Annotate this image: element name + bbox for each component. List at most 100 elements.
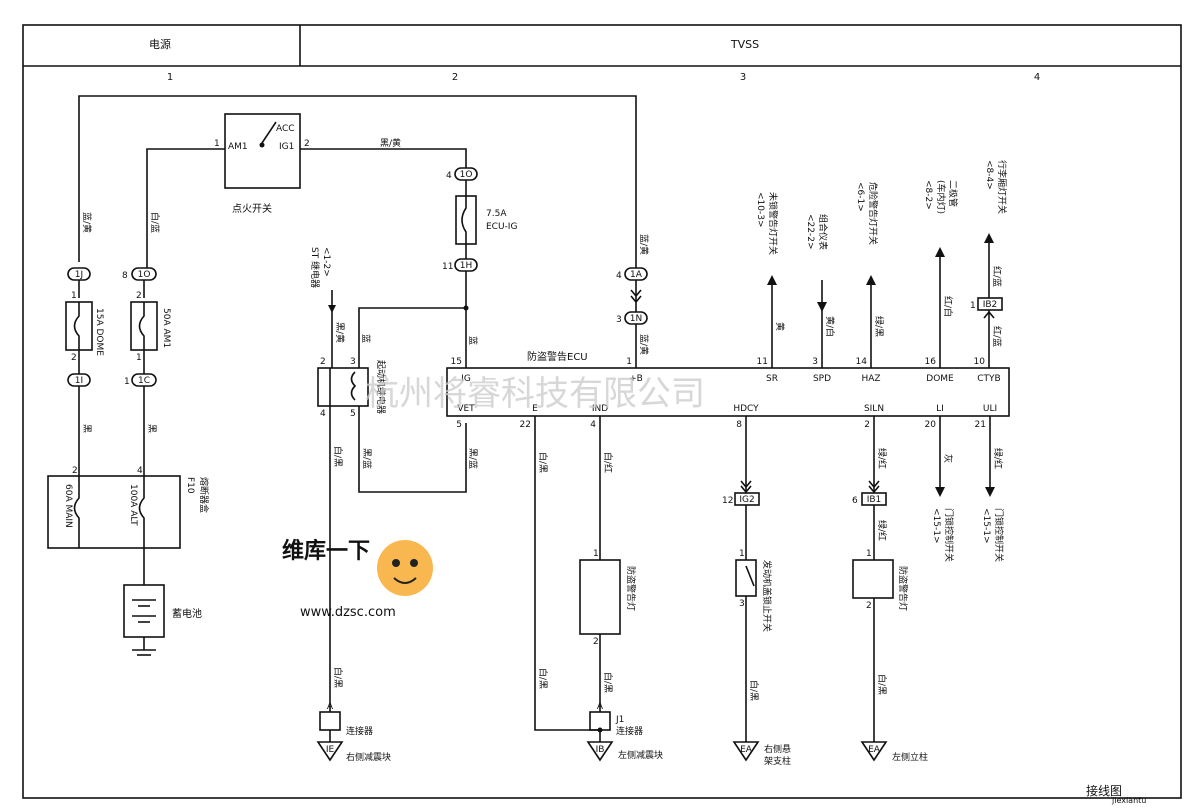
- ground-ea-left-label: 左侧立柱: [892, 751, 928, 763]
- ctyb-arrow-icon: [984, 233, 994, 243]
- wire-label-r-bl: 红/蓝: [991, 326, 1003, 347]
- ind-lamp-pin-2: 2: [593, 637, 599, 647]
- ign-pivot: [259, 142, 265, 148]
- ecu-pin-ig-name: IG: [461, 374, 471, 384]
- theft-ecu: [446, 367, 1010, 417]
- ground-ea-right-label1: 右侧悬: [764, 743, 791, 755]
- wire-label-bk-y: 黑/黄: [380, 137, 401, 149]
- target-li-name: 门锁控制开关: [943, 508, 955, 562]
- hood-sw-pin-3: 3: [739, 599, 745, 609]
- connector-1a-code: 1A: [630, 270, 643, 280]
- ecu-title: 防盗警告ECU: [527, 350, 588, 363]
- fuse-box: [47, 475, 181, 549]
- ind-warning-lamp: [579, 559, 621, 635]
- ground-ib-icon: [586, 741, 614, 762]
- ground-ea-right-icon: [732, 741, 760, 762]
- st-relay-ref: <1-2>: [321, 247, 331, 277]
- ecu-pin-hdcy-number: 8: [736, 420, 742, 430]
- uli-arrow-icon: [985, 487, 995, 497]
- fuse-am1-label: 50A AM1: [161, 308, 171, 348]
- diagram-frame: [22, 24, 1182, 799]
- hood-sw-pin-1: 1: [739, 549, 745, 559]
- ib2-arrow-icon: [983, 310, 995, 319]
- ecu-pin-li-name: LI: [936, 404, 944, 414]
- ign-acc-label: ACC: [276, 124, 295, 134]
- connector-ib1-pin: 6: [852, 496, 858, 506]
- fusebox-pin-4: 4: [137, 466, 143, 476]
- fuse-ecu-ig-amp: 7.5A: [486, 209, 507, 219]
- target-spd-ref: <22-2>: [805, 214, 815, 250]
- ignition-switch: [224, 113, 301, 189]
- column-number-3: 3: [740, 72, 746, 83]
- ecu-pin-uli-number: 21: [975, 420, 986, 430]
- connector-left-a: A: [327, 702, 334, 712]
- ib1-arrow-icon: [868, 480, 880, 489]
- starter-relay-label: 起动机继电器: [375, 360, 387, 414]
- wire-label-w-bk-ind: 白/黑: [602, 672, 614, 693]
- wire-label-r-w: 红/白: [942, 296, 954, 317]
- connector-1n-pin: 3: [616, 315, 622, 325]
- ign-switch-blade: [261, 121, 277, 144]
- horn-label: 防盗警告灯: [897, 566, 909, 611]
- wire-label-w-bk-relay-low: 白/黑: [332, 667, 344, 688]
- fuse-main-element: [73, 476, 80, 548]
- ground-ea-right-code: EA: [740, 745, 753, 755]
- connector-left: [319, 711, 341, 731]
- ign-pin-1: 1: [214, 139, 220, 149]
- fuse-ecu-ig-name: ECU-IG: [486, 222, 517, 232]
- ground-ea-left-icon: [860, 741, 888, 762]
- connector-arrow-icon: [630, 289, 642, 298]
- connector-1h-pin: 11: [442, 262, 453, 272]
- fuse-ecu-ig-element: [461, 196, 467, 244]
- ecu-pin-haz-number: 14: [856, 357, 868, 367]
- ecu-pin-plus-b-name: +B: [629, 374, 643, 384]
- connector-ig2: [734, 492, 760, 506]
- target-dome-sub: (车内灯): [935, 180, 947, 214]
- ecu-pin-spd-number: 3: [812, 357, 818, 367]
- target-dome-name: 二极管: [947, 180, 959, 207]
- wire-label-w-bk-horn: 白/黑: [876, 674, 888, 695]
- connector-j1-label: 连接器: [616, 725, 643, 737]
- sr-arrow-icon: [767, 275, 777, 285]
- ground-ie-icon: [316, 741, 344, 762]
- wire-ig-to-relay: [358, 307, 466, 368]
- ecu-pin-plus-b-number: 1: [626, 357, 632, 367]
- target-ctyb-ref: <8-4>: [984, 160, 994, 190]
- header-power-label: 电源: [149, 37, 171, 51]
- wire-relay-to-vet: [358, 406, 467, 493]
- hood-switch-blade: [745, 565, 755, 587]
- wire-label-bk-dome: 黑: [81, 424, 92, 433]
- st-arrow-icon: [328, 305, 336, 313]
- relay-pin-3: 3: [350, 357, 356, 367]
- connector-j1-a: A: [597, 702, 604, 712]
- ecu-pin-ind-number: 4: [590, 420, 596, 430]
- connector-1o-pin: 4: [446, 171, 452, 181]
- target-dome-ref: <8-2>: [923, 180, 933, 210]
- ecu-pin-ctyb-number: 10: [974, 357, 986, 367]
- connector-1o-am1-code: 1O: [138, 270, 151, 280]
- ground-ea-right-label2: 架支柱: [764, 755, 791, 767]
- wire-label-w-bk-relay: 白/黑: [332, 446, 344, 467]
- connector-1j-code: 1J: [75, 270, 83, 280]
- wire-label-bl-y-plusb: 蓝/黄: [638, 234, 650, 255]
- target-ctyb-name: 行李厢灯开关: [996, 160, 1008, 214]
- connector-ib1-code: IB1: [867, 495, 882, 505]
- connector-j1: [589, 711, 611, 731]
- relay-coil: [350, 371, 357, 401]
- target-li-ref: <15-1>: [931, 508, 941, 544]
- fusebox-pin-2: 2: [72, 466, 78, 476]
- wire-label-bk-bl-relay: 黑/蓝: [361, 448, 373, 469]
- fuse-am1-element: [138, 302, 145, 350]
- am1-fuse-pin-1: 1: [136, 353, 142, 363]
- ecu-pin-sr-name: SR: [766, 374, 778, 384]
- connector-arrow-icon-2: [630, 295, 642, 304]
- ecu-pin-dome-name: DOME: [926, 374, 954, 384]
- watermark-company: 杭州将睿科技有限公司: [365, 374, 705, 414]
- wire-label-w-bl: 白/蓝: [149, 212, 161, 233]
- horn-pin-2: 2: [866, 601, 872, 611]
- wire-ig1-output: [300, 148, 467, 168]
- ind-lamp-label: 防盗警告灯: [625, 566, 637, 611]
- wire-label-bk-bl-vet: 黑/蓝: [467, 448, 479, 469]
- ign-pin-2: 2: [304, 139, 310, 149]
